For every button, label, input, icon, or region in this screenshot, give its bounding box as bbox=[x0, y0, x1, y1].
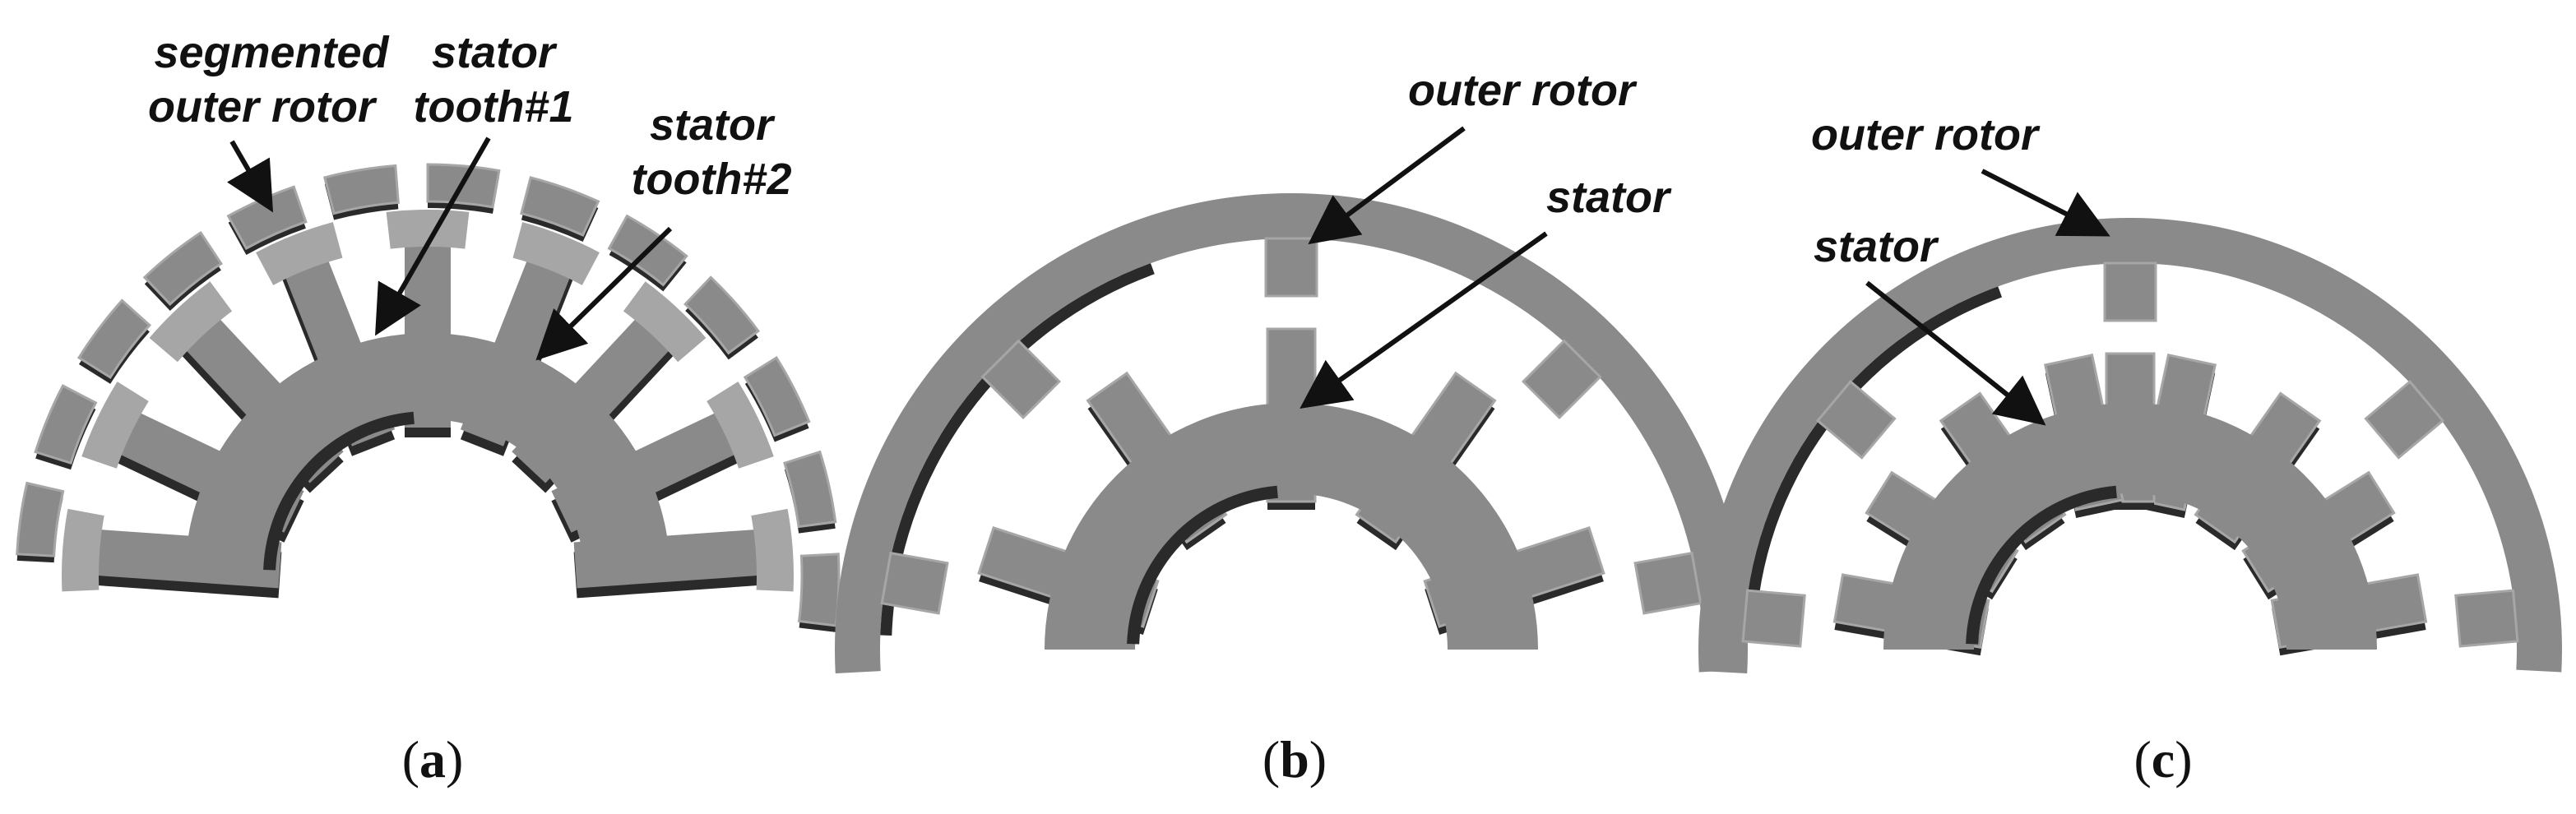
panel-a-label-segmented: segmented bbox=[154, 28, 389, 77]
stator-tooth-shoe bbox=[81, 382, 149, 469]
stator-tooth-shoe bbox=[623, 281, 707, 363]
panel-a-arrow-rotor bbox=[226, 140, 274, 213]
stator-tooth-shoe bbox=[707, 382, 774, 469]
rotor-segment bbox=[322, 164, 400, 215]
panel-a-segmented-rotor-model: segmented outer rotor stator tooth#1 sta… bbox=[16, 28, 841, 789]
rotor-segment bbox=[797, 553, 841, 627]
panel-b-bore-shadow bbox=[1127, 485, 1278, 645]
stator-tooth-shoe bbox=[512, 222, 600, 285]
rotor-segment bbox=[520, 176, 600, 237]
panel-b-label-stator: stator bbox=[1546, 173, 1672, 222]
panel-a-caption: (a) bbox=[402, 730, 464, 789]
panel-a-arrow-tooth2 bbox=[535, 226, 673, 361]
panel-b-label-outer-rotor: outer rotor bbox=[1408, 66, 1638, 115]
panel-b-stator-yoke bbox=[1045, 403, 1538, 650]
stator-tooth-shoe bbox=[751, 508, 794, 592]
stator-tooth-shoe bbox=[256, 222, 343, 285]
panel-c-outer-rotor-model: outer rotor stator (c) bbox=[1698, 110, 2562, 789]
rotor-segment bbox=[783, 450, 837, 529]
panel-c-rotor-inner-shadow bbox=[1744, 286, 2003, 637]
panel-b-rotor-inner-shadow bbox=[880, 263, 1155, 636]
rotor-segment bbox=[34, 384, 98, 465]
panel-a-label-stator1: stator bbox=[432, 28, 558, 77]
stator-tooth-shoe bbox=[149, 281, 233, 363]
panel-c-label-stator: stator bbox=[1814, 222, 1939, 271]
panel-c-rotor-poles bbox=[1741, 261, 2519, 648]
panel-a-bore-shadow bbox=[263, 411, 415, 571]
panel-a-stator-yoke bbox=[185, 333, 670, 576]
panel-a-label-tooth1: tooth#1 bbox=[414, 82, 574, 132]
panel-b-arrow-rotor bbox=[1308, 126, 1466, 245]
rotor-pole bbox=[980, 339, 1061, 419]
stator-tooth-shoe bbox=[386, 210, 470, 249]
panel-b-outer-rotor-model: outer rotor stator (b) bbox=[835, 66, 1748, 789]
rotor-segment bbox=[743, 355, 811, 437]
rotor-pole bbox=[1741, 589, 1806, 648]
rotor-segment bbox=[142, 230, 223, 307]
rotor-pole bbox=[880, 551, 949, 615]
rotor-pole bbox=[1633, 551, 1703, 615]
rotor-pole bbox=[1264, 237, 1318, 298]
rotor-segment bbox=[16, 481, 65, 557]
panel-c-caption: (c) bbox=[2134, 730, 2192, 789]
panel-a-arrow-tooth1 bbox=[375, 136, 491, 336]
panel-c-bore-shadow bbox=[1966, 485, 2117, 645]
rotor-pole bbox=[2364, 380, 2445, 460]
panel-a-label-outer-rotor: outer rotor bbox=[148, 82, 378, 132]
panel-c-label-outer-rotor: outer rotor bbox=[1811, 110, 2041, 160]
rotor-segment bbox=[683, 275, 761, 355]
panel-b-arrow-stator bbox=[1300, 231, 1548, 409]
panel-c-arrow-stator bbox=[1865, 280, 2046, 426]
panel-c-arrow-rotor bbox=[1981, 169, 2110, 237]
rotor-pole bbox=[1522, 339, 1602, 419]
rotor-pole bbox=[2454, 589, 2519, 648]
rotor-pole bbox=[2103, 261, 2157, 322]
panel-b-caption: (b) bbox=[1263, 730, 1327, 789]
rotor-segment bbox=[76, 298, 151, 379]
panel-c-stator-yoke bbox=[1883, 403, 2377, 650]
panel-a-label-stator2: stator bbox=[650, 100, 776, 150]
rotor-pole bbox=[1815, 380, 1897, 460]
panel-a-label-tooth2: tooth#2 bbox=[632, 155, 792, 204]
panel-b-rotor-poles bbox=[880, 237, 1703, 615]
stator-tooth-shoe bbox=[61, 508, 104, 592]
panel-a-rotor-segments bbox=[16, 163, 841, 632]
